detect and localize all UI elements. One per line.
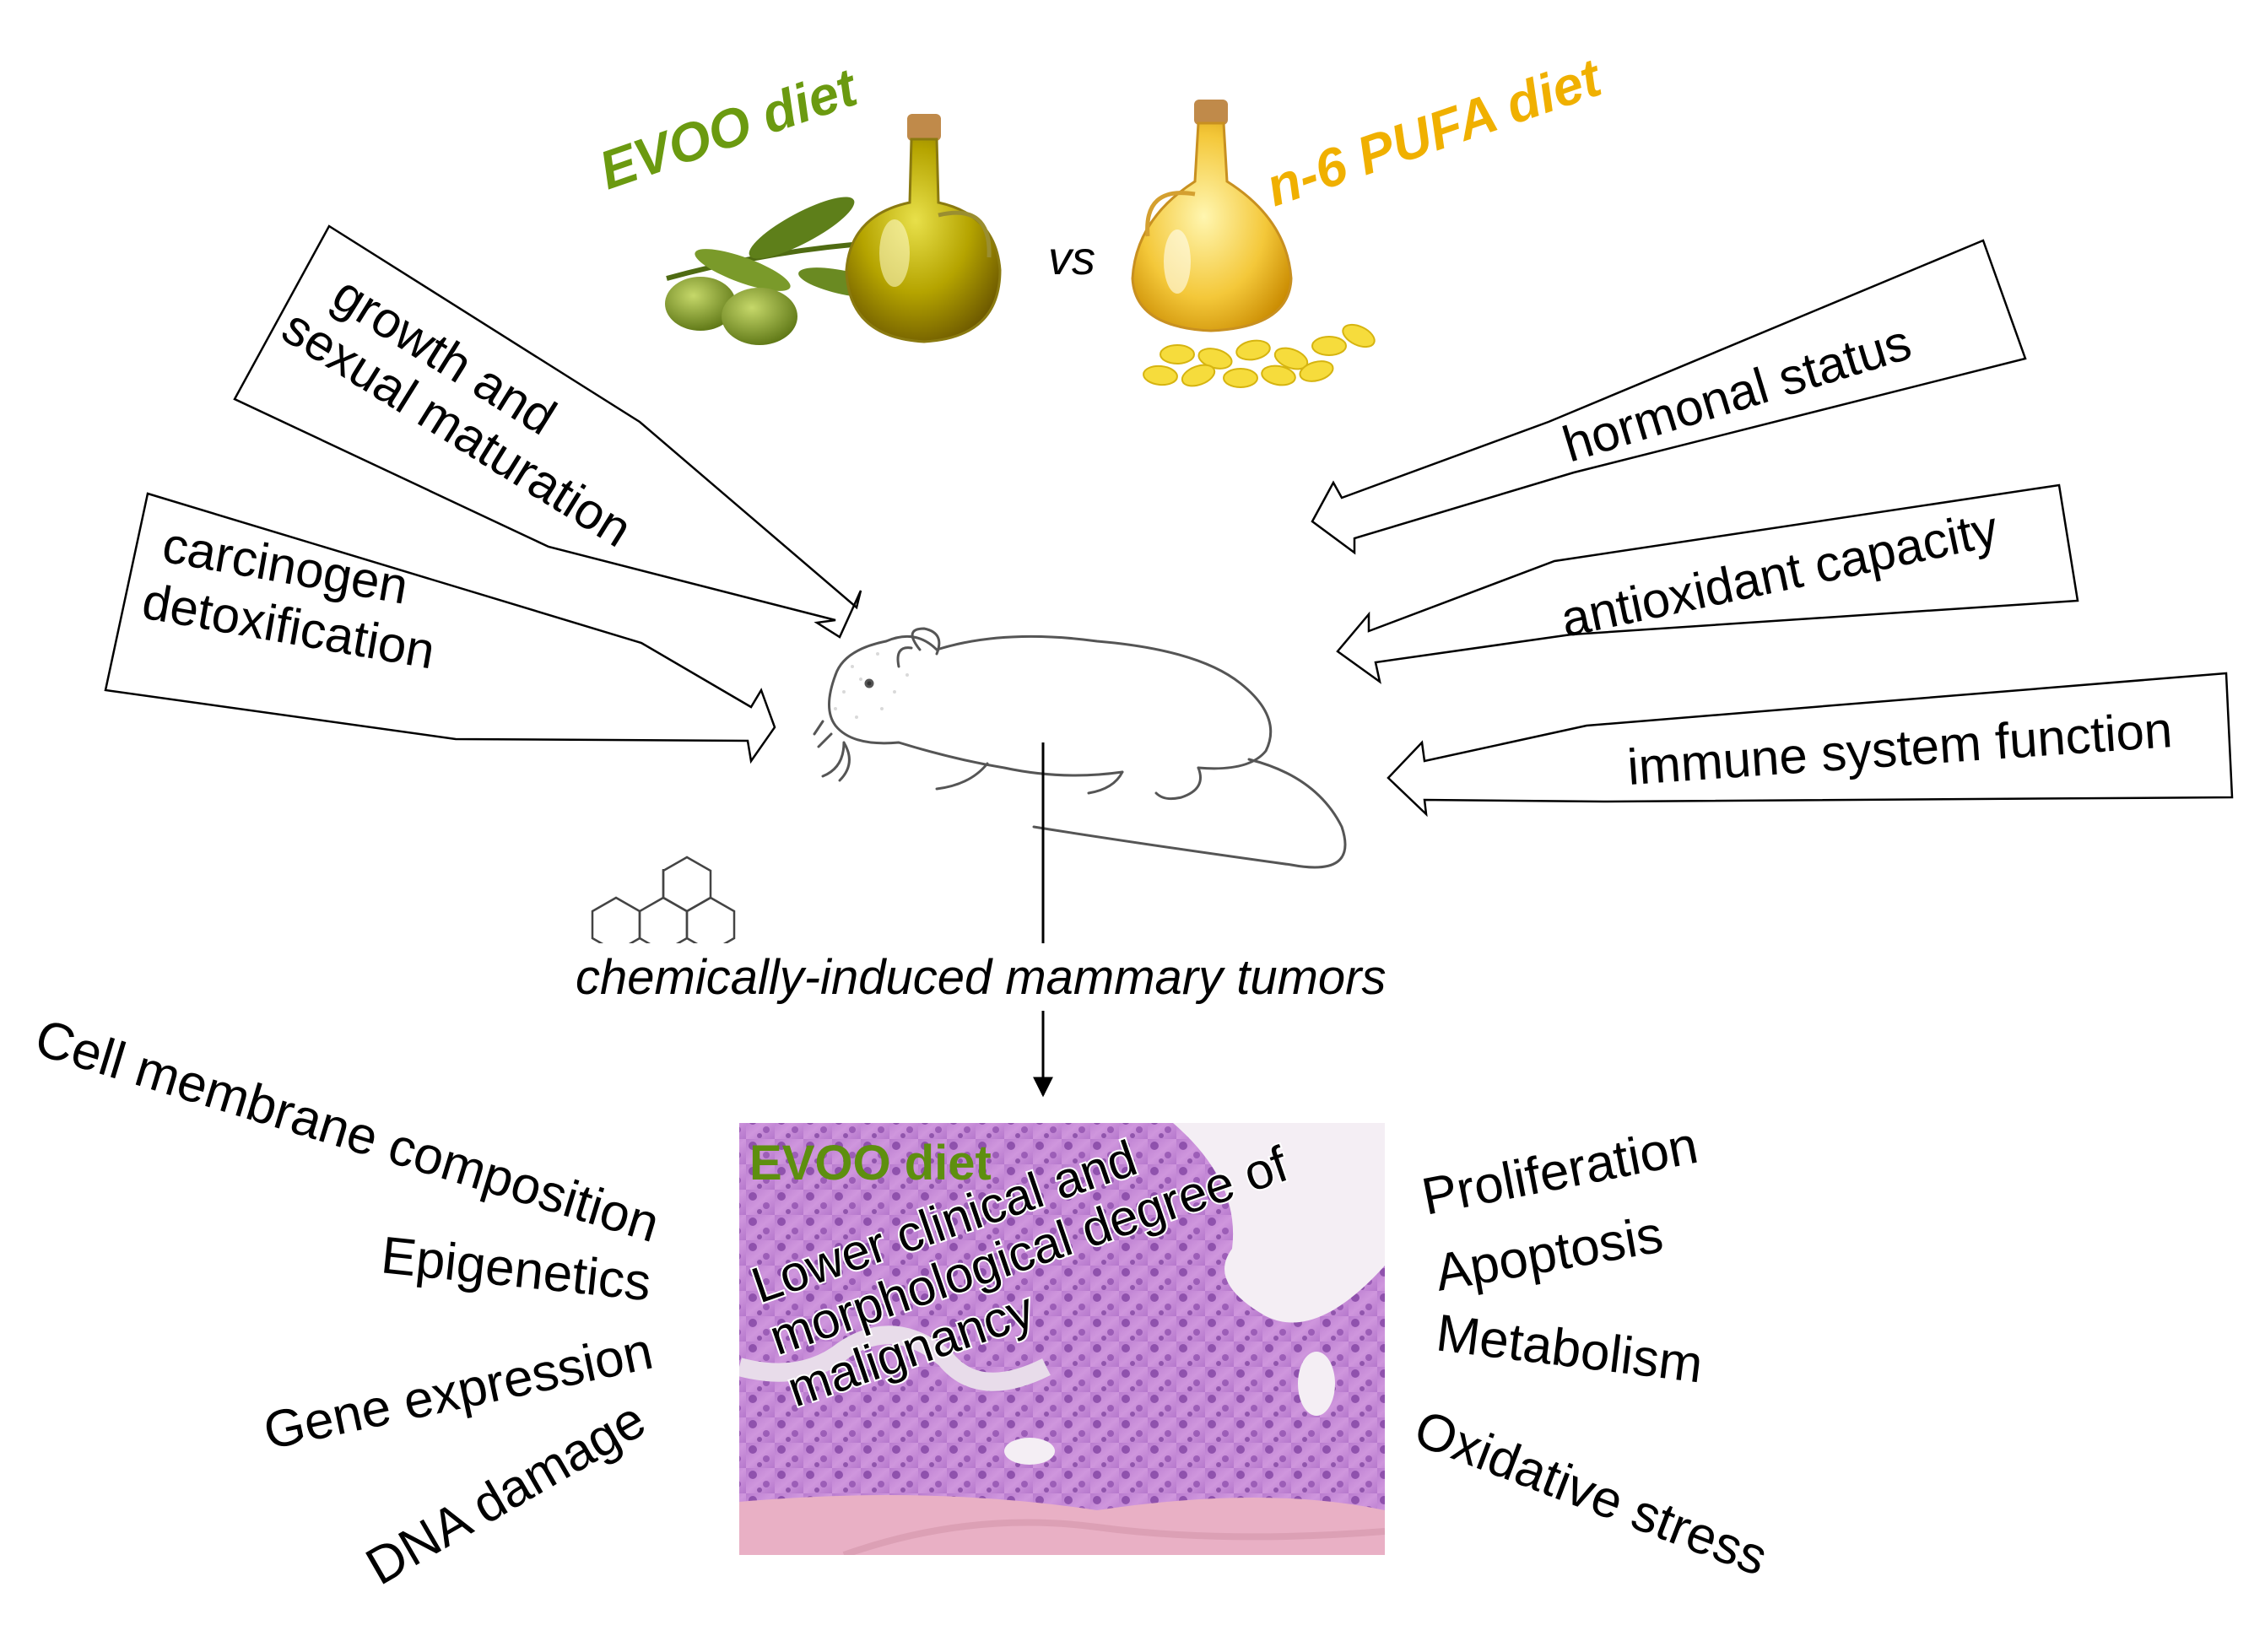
olive-oil-bottle-icon [845, 114, 1002, 343]
versus-label: vs [1048, 231, 1095, 284]
model-label-bg [565, 943, 1485, 1011]
outcome-oxidative-stress: Oxidative stress [1407, 1400, 1775, 1587]
oil-bottle-icon [1131, 100, 1293, 332]
histology-diet-label: EVOO diet [749, 1136, 992, 1190]
oil-capsules-icon [1143, 323, 1376, 388]
outcome-metabolism: Metabolism [1433, 1304, 1706, 1394]
olive-branch-icon [665, 197, 889, 345]
factor-arrow-hormonal [1311, 239, 2027, 555]
rat-shading [834, 652, 909, 719]
outcome-proliferation: Proliferation [1418, 1116, 1703, 1227]
outcome-apoptosis: Apoptosis [1430, 1206, 1667, 1303]
factor-arrow-growth [233, 224, 862, 639]
histology-panel [739, 1123, 1385, 1555]
pufa-diet-title: n-6 PUFA diet [1258, 46, 1610, 219]
outcome-cell-membrane: Cell membrane composition [29, 1008, 666, 1254]
evoo-diet-title: EVOO diet [592, 56, 866, 201]
factor-arrow-antioxidant [1336, 483, 2079, 684]
rat-icon [813, 627, 1347, 869]
model-label: chemically-induced mammary tumors [576, 950, 1386, 1005]
factor-arrow-immune [1387, 672, 2234, 818]
factor-arrow-carcinogen [104, 492, 776, 764]
